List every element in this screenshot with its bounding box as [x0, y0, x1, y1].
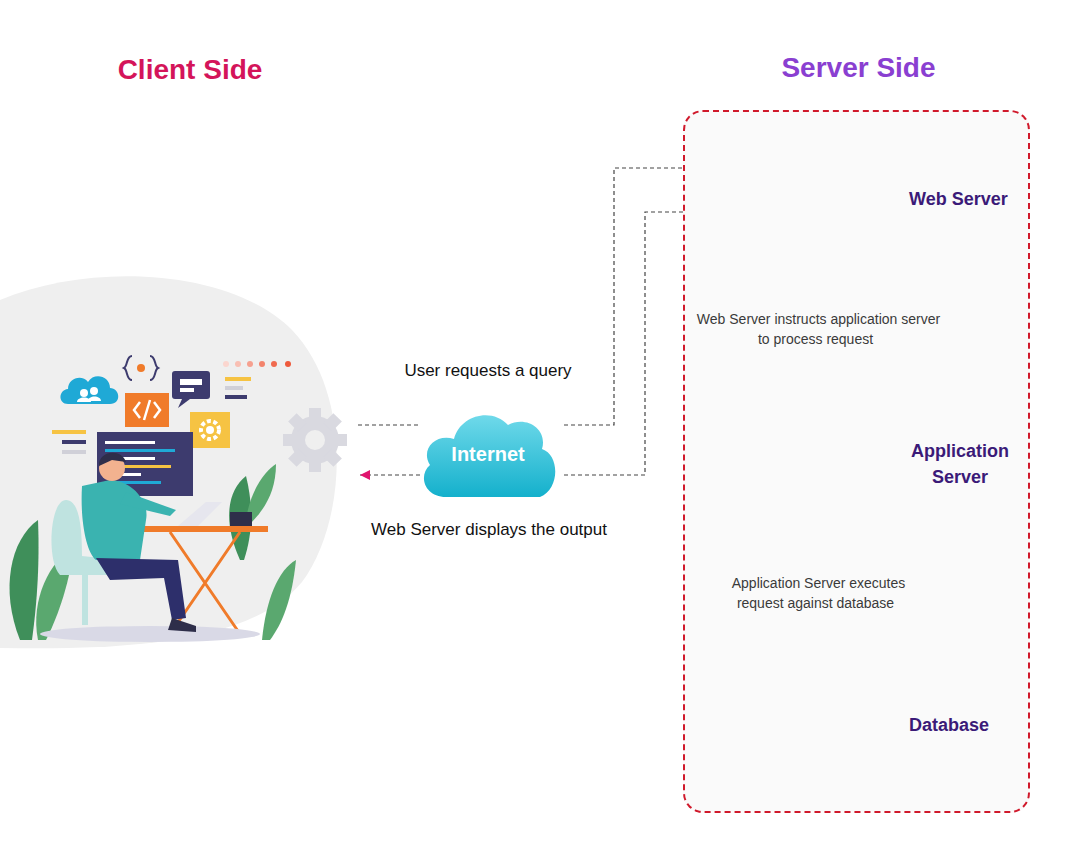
decorative-lines	[259, 361, 265, 367]
cloud-icon	[90, 387, 98, 395]
braces-icon	[124, 356, 158, 380]
decorative-lines	[271, 361, 277, 367]
gear-icon	[283, 408, 347, 472]
plant	[10, 520, 39, 640]
person	[120, 492, 176, 516]
chat-icon	[180, 379, 202, 385]
decorative-lines	[52, 430, 86, 434]
edge-label-box: Web Server instructs application server …	[692, 309, 942, 349]
flow-label: Web Server displays the output	[369, 516, 609, 544]
side-heading: Client Side	[90, 54, 290, 86]
node-label: Database	[909, 715, 1021, 736]
application-server-node: Application Server	[753, 393, 1027, 527]
decorative-lines	[223, 361, 229, 367]
gear-icon	[283, 434, 297, 446]
gear-icon	[323, 413, 341, 431]
person	[40, 453, 260, 642]
code-icon	[125, 393, 169, 427]
database-node: Database	[753, 651, 1027, 785]
gear-icon	[309, 458, 321, 472]
decorative-lines	[285, 361, 291, 367]
decorative-lines	[225, 386, 243, 390]
settings-icon	[190, 412, 230, 448]
node-label: Application Server	[899, 438, 1021, 490]
client-background	[0, 276, 337, 648]
settings-icon	[190, 412, 230, 448]
client-leader-lines	[358, 425, 420, 475]
gear-icon	[309, 408, 321, 422]
edge-label: Web Server instructs application server …	[694, 310, 940, 348]
braces-icon	[150, 356, 158, 380]
plant	[10, 464, 296, 640]
gear-icon	[323, 448, 341, 466]
chat-icon	[172, 371, 210, 399]
decorative-lines	[225, 377, 251, 381]
chat-icon	[180, 388, 194, 392]
client-background	[0, 276, 337, 648]
cloud-label: Internet	[418, 443, 558, 466]
chat-icon	[178, 399, 190, 408]
settings-icon	[206, 426, 214, 434]
plant	[262, 560, 296, 640]
plant	[229, 476, 251, 560]
braces-icon	[137, 364, 145, 372]
person	[168, 618, 196, 632]
person	[82, 480, 147, 560]
chat-icon	[172, 371, 210, 408]
cloud-icon	[77, 397, 101, 403]
flow-label: User requests a query	[363, 361, 613, 381]
server-region: Server SideWeb ServerApplication ServerD…	[683, 110, 1030, 813]
internet-cloud: Internet	[418, 405, 564, 505]
braces-icon	[124, 356, 132, 380]
region-heading: Server Side	[685, 52, 1032, 84]
edge-label: Application Server executes request agai…	[729, 574, 906, 612]
decorative-lines	[235, 361, 241, 367]
decorative-lines	[225, 395, 247, 399]
web-server-node: Web Server	[753, 133, 1027, 267]
person	[99, 453, 126, 466]
decorative-lines	[62, 440, 86, 444]
person	[40, 626, 260, 642]
gear-icon	[288, 448, 306, 466]
edge-label-box: Application Server executes request agai…	[710, 573, 925, 613]
code-icon	[134, 400, 160, 420]
node-label: Web Server	[909, 189, 1021, 210]
decorative-lines	[62, 450, 86, 454]
code-board	[105, 449, 175, 452]
plant	[230, 512, 252, 528]
client-leader-lines	[358, 424, 420, 425]
cloud-icon	[61, 376, 119, 404]
gear-icon	[305, 430, 325, 450]
desk	[178, 502, 222, 526]
client-leader-lines	[360, 474, 420, 475]
settings-icon	[201, 421, 219, 439]
person	[96, 558, 186, 620]
cloud-icon	[80, 389, 88, 397]
code-icon	[125, 393, 169, 427]
decorative-lines	[247, 361, 253, 367]
person	[82, 575, 88, 625]
gear-icon	[283, 408, 347, 472]
desk	[128, 526, 268, 532]
cloud-icon	[61, 376, 119, 404]
code-board	[105, 441, 155, 444]
gear-icon	[333, 434, 347, 446]
gear-icon	[288, 413, 306, 431]
